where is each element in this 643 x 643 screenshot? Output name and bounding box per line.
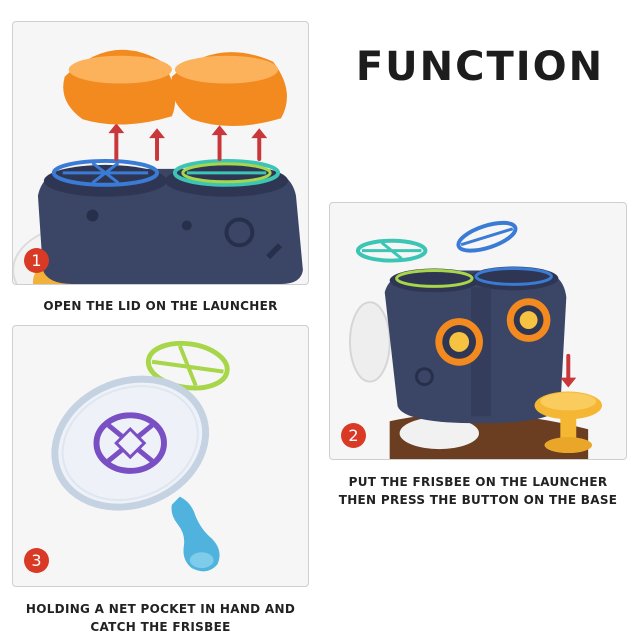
step-1-caption-line: OPEN THE LID ON THE LAUNCHER — [43, 299, 278, 313]
frisbee-blue-icon — [456, 220, 518, 253]
step-1-badge: 1 — [24, 248, 49, 273]
frisbee-purple-icon — [93, 412, 167, 474]
step-3-badge: 3 — [24, 548, 49, 573]
launcher-body — [37, 168, 303, 284]
astronaut-window-right — [506, 298, 551, 342]
step-2-image — [329, 202, 627, 460]
launcher-open-lid-illustration — [13, 49, 303, 284]
step-3-image — [12, 325, 309, 587]
step-2-caption-line: THEN PRESS THE BUTTON ON THE BASE — [338, 493, 618, 507]
launcher-press-button-illustration — [349, 220, 603, 459]
frisbee-blue-icon — [51, 158, 160, 187]
step-1-image — [12, 21, 309, 285]
net-catch-illustration — [51, 340, 230, 572]
step-3-caption-line: CATCH THE FRISBEE — [90, 620, 231, 634]
astronaut-helmet — [349, 301, 391, 383]
launch-button — [534, 391, 603, 454]
frisbee-lime-icon — [145, 340, 230, 391]
up-arrow-icon — [108, 123, 268, 161]
frisbee-teal-icon — [172, 158, 281, 187]
step-1-caption: OPEN THE LID ON THE LAUNCHER — [12, 297, 309, 315]
down-arrow-icon — [560, 353, 577, 388]
step-2-caption-line: PUT THE FRISBEE ON THE LAUNCHER — [348, 475, 608, 489]
step-2-badge: 2 — [341, 423, 366, 448]
gear-icon — [224, 217, 255, 248]
page-title: FUNCTION — [355, 44, 605, 90]
gear-icon — [414, 367, 434, 387]
astronaut-window-left — [435, 318, 483, 366]
net-handle — [171, 496, 220, 572]
frisbee-teal-icon — [355, 238, 428, 263]
step-3-caption-line: HOLDING A NET POCKET IN HAND AND — [25, 602, 296, 616]
step-3-caption: HOLDING A NET POCKET IN HAND AND CATCH T… — [12, 600, 309, 636]
step-2-caption: PUT THE FRISBEE ON THE LAUNCHER THEN PRE… — [329, 473, 627, 509]
